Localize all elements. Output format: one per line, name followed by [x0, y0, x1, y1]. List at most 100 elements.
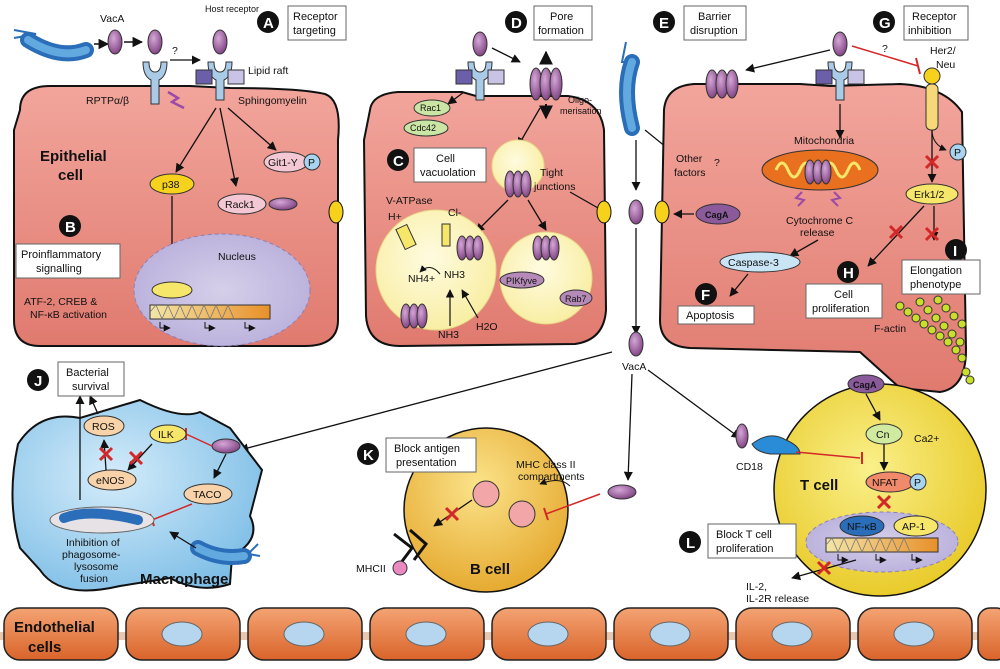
cytochrome-label-1: Cytochrome C	[786, 215, 854, 227]
vacA-pore-icon	[400, 303, 428, 329]
panel-I-label: I Elongation phenotype	[901, 239, 981, 295]
vacA-toxin-icon	[211, 438, 241, 454]
pikfyve-label: PIKfyve	[506, 276, 537, 286]
svg-text:Receptor: Receptor	[293, 11, 338, 23]
macrophage-label: Macrophage	[140, 571, 228, 588]
svg-text:Apoptosis: Apoptosis	[686, 310, 735, 322]
epithelial-cell-label-2: cell	[58, 167, 83, 184]
egfr-ligand-icon	[923, 67, 941, 85]
host-receptor-label: Host receptor	[205, 4, 259, 14]
erk-node	[905, 183, 959, 205]
rptp-receptor-icon	[142, 29, 168, 105]
inhibition-label-1: Inhibition of	[66, 537, 120, 549]
nfkb-node	[839, 515, 885, 537]
panel-E-label: E Barrier disruption	[653, 5, 747, 41]
rack1-label: Rack1	[225, 199, 255, 211]
question-mark: ?	[714, 157, 720, 169]
svg-text:Proinflammatory: Proinflammatory	[21, 249, 102, 261]
panel-G-label: G Receptor inhibition	[873, 5, 969, 41]
phospho-icon	[303, 153, 321, 171]
panel-H-label: H Cell proliferation	[805, 261, 883, 319]
git1-p: P	[308, 157, 315, 169]
vacA-pore-icon	[705, 69, 739, 99]
ap1-label: AP-1	[902, 521, 926, 533]
ilk-node	[149, 424, 187, 444]
nfkb-label: NF-κB	[847, 521, 877, 533]
signal-zigzag	[167, 90, 185, 110]
cagA-label: CagA	[705, 210, 729, 220]
cd18-receptor-icon	[751, 435, 801, 455]
panel-D-label: D Pore formation	[505, 5, 593, 41]
helicobacter-icon	[13, 29, 94, 62]
vacA-toxin-icon	[735, 423, 749, 449]
cd18-label: CD18	[736, 461, 763, 473]
vacA-pore-icon	[529, 67, 563, 101]
inhibition-label-2: phagosome-	[62, 549, 121, 561]
vacA-toxin-icon	[628, 199, 644, 225]
ap1-node	[893, 515, 939, 537]
rab7-label: Rab7	[565, 294, 587, 304]
factin-chain-icon	[895, 295, 975, 385]
cagA-node	[695, 203, 741, 225]
vacA-toxin-icon	[628, 331, 644, 357]
rac1-node	[413, 99, 451, 117]
svg-text:Cell: Cell	[436, 153, 455, 165]
caspase-label: Caspase-3	[728, 257, 779, 269]
sphingomyelin-label: Sphingomyelin	[238, 95, 307, 107]
panel-L-label: L Block T cell proliferation	[679, 523, 797, 559]
nfat-label: NFAT	[872, 477, 899, 489]
svg-text:phenotype: phenotype	[910, 279, 961, 291]
oligo-label-1: Oligo-	[568, 95, 592, 105]
helicobacter-icon	[190, 540, 261, 565]
vacA-label-top: VacA	[100, 13, 124, 25]
svg-text:K: K	[363, 447, 374, 464]
svg-text:disruption: disruption	[690, 25, 738, 37]
vacA-pore-icon	[504, 170, 532, 198]
endothelial-layer	[3, 607, 1000, 661]
svg-text:L: L	[686, 535, 695, 552]
svg-text:Barrier: Barrier	[698, 11, 731, 23]
enos-label: eNOS	[96, 475, 125, 487]
rack1-node	[217, 193, 267, 215]
git1-label: Git1-Y	[268, 157, 298, 169]
il2-label-1: IL-2,	[746, 581, 767, 593]
phospho-icon	[909, 473, 927, 491]
cdc42-node	[403, 119, 449, 137]
host-receptor-icon	[195, 29, 245, 101]
svg-text:J: J	[34, 373, 42, 390]
nfkb-activation-label: NF-κB activation	[30, 309, 107, 321]
lipid-raft-label: Lipid raft	[248, 65, 288, 77]
svg-text:proliferation: proliferation	[716, 543, 773, 555]
svg-text:Block T cell: Block T cell	[716, 529, 772, 541]
vacA-toxin-icon	[832, 31, 848, 57]
nh3-label-b: NH3	[438, 329, 459, 341]
helicobacter-icon	[59, 508, 143, 525]
epithelial-cell-label-1: Epithelial	[40, 148, 107, 165]
vacA-toxin-icon	[607, 484, 637, 500]
svg-text:presentation: presentation	[396, 457, 457, 469]
rac1-label: Rac1	[420, 103, 441, 113]
svg-text:formation: formation	[538, 25, 584, 37]
vatpase-icon	[395, 223, 417, 251]
atf-label: ATF-2, CREB &	[24, 296, 97, 308]
hplus-label: H+	[388, 211, 402, 223]
ilk-label: ILK	[158, 429, 174, 441]
nfat-p: P	[914, 477, 921, 489]
inhibition-label-4: fusion	[80, 573, 108, 585]
rab7-node	[559, 289, 593, 307]
mhc-compartment	[472, 480, 500, 508]
svg-text:targeting: targeting	[293, 25, 336, 37]
p38-label: p38	[162, 179, 180, 191]
panel-C-label: C Cell vacuolation	[387, 147, 487, 183]
tight-junction	[596, 200, 612, 224]
panel-A-label: A Receptor targeting	[257, 5, 347, 41]
endothelial-label-2: cells	[28, 639, 61, 656]
svg-text:F: F	[701, 287, 710, 304]
cl-channel-icon	[441, 223, 451, 247]
transcription-factor	[151, 281, 193, 299]
cdc42-label: Cdc42	[410, 123, 436, 133]
svg-text:Block antigen: Block antigen	[394, 443, 460, 455]
vatpase-label: V-ATPase	[386, 195, 433, 207]
panel-B-label: B Proinflammatory signalling	[15, 215, 121, 279]
